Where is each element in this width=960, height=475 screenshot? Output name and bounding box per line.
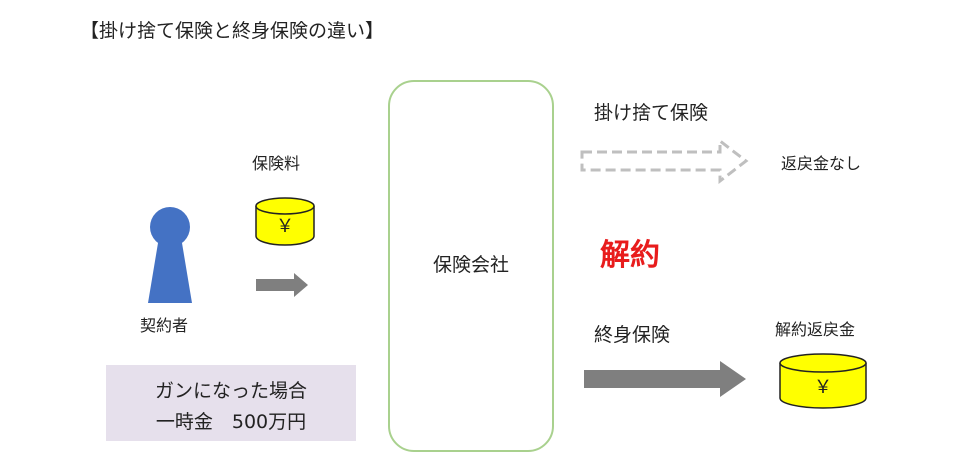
surrender-refund-label: 解約返戻金 bbox=[775, 320, 856, 339]
premium-yen-symbol: ￥ bbox=[276, 216, 294, 237]
refund-coin-icon: ￥ bbox=[778, 352, 868, 410]
dashed-arrow-icon bbox=[580, 138, 749, 184]
cancer-payout-amount: 一時金 500万円 bbox=[155, 411, 307, 433]
premium-coin-icon: ￥ bbox=[254, 196, 316, 246]
premium-label: 保険料 bbox=[252, 154, 301, 173]
whole-life-insurance-label: 終身保険 bbox=[594, 324, 671, 346]
insurance-company-box bbox=[388, 80, 554, 452]
premium-arrow-icon bbox=[256, 273, 308, 297]
insurance-company-label: 保険会社 bbox=[432, 254, 509, 276]
surrender-label: 解約 bbox=[600, 238, 660, 273]
term-insurance-label: 掛け捨て保険 bbox=[594, 102, 709, 124]
whole-life-arrow-icon bbox=[584, 361, 746, 397]
person-icon bbox=[148, 207, 192, 303]
refund-yen-symbol: ￥ bbox=[814, 377, 832, 398]
contractor-label: 契約者 bbox=[140, 316, 189, 335]
cancer-payout-condition: ガンになった場合 bbox=[154, 380, 307, 402]
no-refund-label: 返戻金なし bbox=[781, 154, 862, 173]
diagram-title: 【掛け捨て保険と終身保険の違い】 bbox=[80, 20, 385, 42]
cancer-payout-panel bbox=[106, 365, 356, 441]
